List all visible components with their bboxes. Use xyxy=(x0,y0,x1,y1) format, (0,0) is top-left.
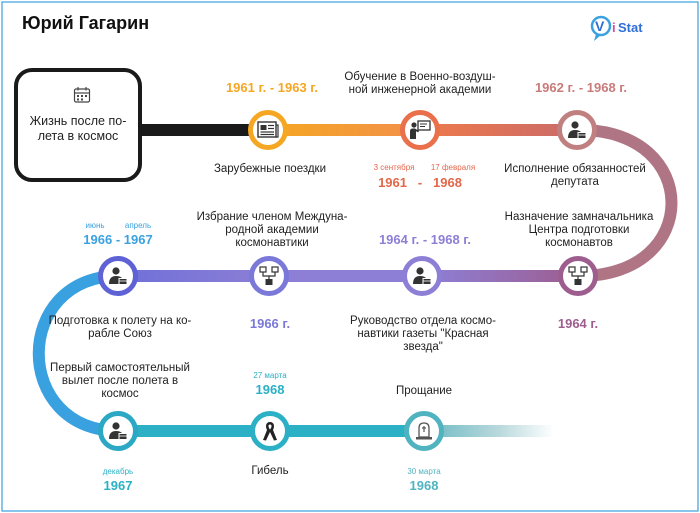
chief-deputy-years: 1964 г. xyxy=(557,316,599,331)
start-label: Жизнь после по- лета в космос xyxy=(29,114,127,143)
node-academy xyxy=(400,110,440,150)
deputy-label: Исполнение обязанностей депутата xyxy=(504,163,646,188)
person-briefcase-icon xyxy=(413,267,432,285)
academy-from-day: 3 сентября xyxy=(373,163,415,172)
newspaper-icon xyxy=(257,121,279,138)
academy-label: Обучение в Военно-воздуш- ной инженерной… xyxy=(344,71,496,96)
soyuz-from-month: июнь xyxy=(85,221,105,230)
flowchart-icon xyxy=(568,266,588,285)
teacher-icon xyxy=(410,120,431,139)
svg-text:Stat: Stat xyxy=(618,20,643,35)
mourning-ribbon-icon xyxy=(263,422,277,441)
node-soyuz xyxy=(98,256,138,296)
death-label: Гибель xyxy=(251,465,289,477)
tombstone-icon xyxy=(416,422,432,440)
svg-text:i: i xyxy=(612,20,616,35)
segment-end xyxy=(414,425,554,437)
node-farewell xyxy=(404,411,444,451)
soyuz-years: 1966 - 1967 xyxy=(83,232,153,247)
curve-left xyxy=(32,270,120,437)
academy-member-years: 1966 г. xyxy=(249,316,291,331)
death-year: 1968 xyxy=(255,382,285,397)
academy-years: 1961 - 1968 xyxy=(378,175,462,190)
start-box: Жизнь после по- лета в космос xyxy=(14,68,142,182)
calendar-icon xyxy=(73,86,91,109)
page-title: Юрий Гагарин xyxy=(22,13,150,33)
segment-5 xyxy=(119,270,272,282)
death-day: 27 марта xyxy=(253,371,287,380)
person-briefcase-icon xyxy=(568,121,587,139)
foreign-trips-label: Зарубежные поездки xyxy=(213,163,327,175)
deputy-years: 1962 г. - 1968 г. xyxy=(534,80,628,95)
solo-flight-month: декабрь xyxy=(102,467,134,476)
person-briefcase-icon xyxy=(109,422,128,440)
node-solo-flight xyxy=(98,411,138,451)
node-foreign-trips xyxy=(248,110,288,150)
flowchart-icon xyxy=(259,266,279,285)
farewell-label: Прощание xyxy=(395,385,453,397)
logo-v: V xyxy=(595,18,605,34)
node-death xyxy=(250,411,290,451)
solo-flight-year: 1967 xyxy=(103,478,133,493)
vistat-logo: V i Stat xyxy=(590,13,660,43)
soyuz-to-month: апрель xyxy=(124,221,152,230)
newspaper-label: Руководство отдела космо- навтики газеты… xyxy=(350,315,496,353)
farewell-year: 1968 xyxy=(409,478,439,493)
foreign-trips-years: 1961 г. - 1963 г. xyxy=(225,80,319,95)
soyuz-label: Подготовка к полету на ко- рабле Союз xyxy=(48,315,192,340)
node-newspaper xyxy=(402,256,442,296)
segment-3 xyxy=(427,270,580,282)
academy-to-day: 17 февраля xyxy=(430,163,476,172)
person-briefcase-icon xyxy=(109,267,128,285)
newspaper-years: 1964 г. - 1968 г. xyxy=(378,232,472,247)
node-chief-deputy xyxy=(558,256,598,296)
segment-2 xyxy=(420,124,580,136)
node-academy-member xyxy=(249,256,289,296)
curve-right xyxy=(579,124,678,282)
node-deputy xyxy=(557,110,597,150)
solo-flight-label: Первый самостоятельный вылет после полет… xyxy=(50,362,190,400)
segment-4 xyxy=(272,270,427,282)
farewell-day: 30 марта xyxy=(407,467,441,476)
segment-1 xyxy=(272,124,420,136)
segment-start xyxy=(142,124,272,136)
academy-member-label: Избрание членом Междуна- родной академии… xyxy=(196,211,348,249)
chief-deputy-label: Назначение замначальника Центра подготов… xyxy=(504,211,654,249)
